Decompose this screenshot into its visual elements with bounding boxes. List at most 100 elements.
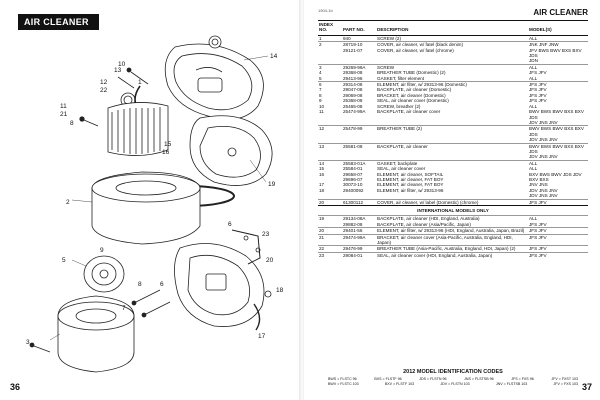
international-subheading-row: INTERNATIONAL MODELS ONLY [318, 204, 588, 217]
exploded-diagram: 14 10 13 12 22 1 11 21 8 15 16 19 2 5 9 … [26, 35, 284, 373]
model-code: BWV = FLSTC 103 [328, 382, 359, 386]
cell-part-no: 29882-08 [343, 221, 363, 227]
svg-text:1: 1 [138, 79, 142, 86]
cell-part-no: 29269-99A [342, 63, 376, 71]
cell-index: 19 [319, 216, 325, 222]
cell-description: BACKPLATE, air cleaner [376, 142, 528, 155]
cell-models: BWV BWS BWV BXS BXV JDS [529, 109, 584, 120]
cell-models: BWV BWS BWV BXS BXV JDS [528, 142, 588, 155]
cell-index: 20 [318, 227, 342, 235]
cover-assembly [164, 35, 264, 120]
cell-index: 23 [318, 251, 342, 259]
cell-part-no: 29401-56 [342, 227, 376, 235]
svg-text:7: 7 [122, 305, 126, 312]
cell-index: 4 [319, 70, 322, 76]
cell-description: BREATHER TUBE (Asia-Pacific, Australia, … [376, 245, 528, 253]
cell-part-no: 25478-99 [342, 125, 376, 138]
cell-part-no: 29696-07 [343, 176, 363, 182]
svg-text:11: 11 [60, 103, 67, 110]
cell-part-no: 29134-08A [343, 216, 366, 222]
cell-description: SEAL, air cleaner cover (HDI, England, A… [376, 251, 528, 259]
cell-index: 1 [319, 35, 322, 41]
svg-text:18: 18 [276, 287, 284, 294]
cell-description: SEAL, air cleaner cover [377, 166, 426, 172]
model-code: BXV = FLSTF 103 [384, 382, 415, 386]
cell-index: 22 [318, 245, 342, 253]
svg-text:19: 19 [268, 181, 276, 188]
header-index-no: INDEX NO. [318, 20, 342, 36]
cell-models: JFS JFV [529, 92, 547, 98]
cell-index: 5 [319, 75, 322, 81]
cell-models: JFS JFV [528, 245, 588, 253]
cell-models: JFS JFV [529, 221, 547, 227]
cell-description: ELEMENT, air cleaner, FAT BOY [377, 182, 444, 188]
cell-index: 11 [319, 109, 324, 115]
svg-text:13: 13 [114, 67, 122, 74]
model-codes-title: 2012 MODEL IDENTIFICATION CODES [403, 369, 503, 375]
cell-part-no: 940 [343, 35, 351, 41]
cell-index: 7 [319, 87, 322, 93]
cell-description: BRACKET, air cleaner cover (Asia-Pacific… [376, 233, 528, 246]
cell-description: GASKET, filter element [377, 75, 424, 81]
cell-part-no: 25465-08 [343, 103, 363, 109]
svg-text:5: 5 [62, 257, 66, 264]
model-code: BWS = FLSTC 96 [328, 377, 357, 381]
cell-description: COVER, air cleaner, w/ fatel (chrome) [377, 47, 454, 53]
reference-code: 1904-1b [318, 8, 333, 13]
parts-table-header: INDEX NO. PART NO. DESCRIPTION MODEL(S) [318, 20, 588, 36]
cell-models: ALL [529, 35, 538, 41]
cell-models: JDV JNS JNV [529, 119, 558, 125]
cell-part-no: 29314-08 [342, 81, 376, 88]
cell-models: ALL [529, 166, 538, 172]
lower-backplate [174, 243, 265, 327]
cell-index: 15 [319, 166, 325, 172]
cell-part-no: 29084-01 [342, 251, 376, 259]
cell-description: SCREW (2) [377, 35, 401, 41]
cell-models: JFS JFV [528, 227, 588, 235]
svg-text:14: 14 [270, 53, 278, 60]
page-number: 36 [10, 382, 21, 392]
svg-text:15: 15 [164, 141, 172, 148]
svg-text:6: 6 [160, 281, 164, 288]
cell-description: COVER, air cleaner, w/ label (Domestic) … [376, 198, 528, 206]
table-row: JDV JNS JNV [318, 193, 588, 199]
cell-description: BACKPLATE, air cleaner (Asia/Pacific, Ja… [377, 221, 471, 227]
svg-text:12: 12 [100, 79, 108, 86]
cell-models: ALL [529, 75, 538, 81]
cell-models: JDV JNS JNV [529, 193, 558, 199]
cell-index: 3 [318, 63, 342, 71]
right-page: 1904-1b AIR CLEANER INDEX NO. PART NO. D… [304, 0, 600, 400]
header-part-no: PART NO. [342, 20, 376, 36]
parts-table: INDEX NO. PART NO. DESCRIPTION MODEL(S) … [318, 20, 588, 259]
gutter [299, 0, 305, 400]
cell-models: JDV JNS JNV [529, 137, 558, 143]
cell-description: BACKPLATE, air cleaner cover [377, 109, 441, 115]
cell-index: 8 [319, 92, 322, 98]
svg-text:17: 17 [258, 333, 266, 340]
cell-part-no: 29047-08 [343, 87, 363, 93]
cell-index [318, 48, 342, 59]
cell-models: BXV BXS [529, 176, 549, 182]
cell-models: JDN [529, 58, 538, 64]
table-row: 29882-08 BACKPLATE, air cleaner (Asia/Pac… [318, 222, 588, 228]
header-description: DESCRIPTION [376, 20, 528, 36]
svg-text:16: 16 [162, 149, 170, 156]
cell-description: ELEMENT, air filter, w/ 29313-96 (Domest… [376, 81, 528, 88]
model-code: JDS = FLSTN 96 [419, 377, 447, 381]
model-code: BXS = FLSTF 96 [374, 377, 402, 381]
cell-part-no: 61300112 [342, 198, 376, 206]
svg-text:10: 10 [118, 61, 126, 68]
cell-models: JFS JFV [529, 87, 547, 93]
cell-models: ALL [528, 63, 588, 71]
